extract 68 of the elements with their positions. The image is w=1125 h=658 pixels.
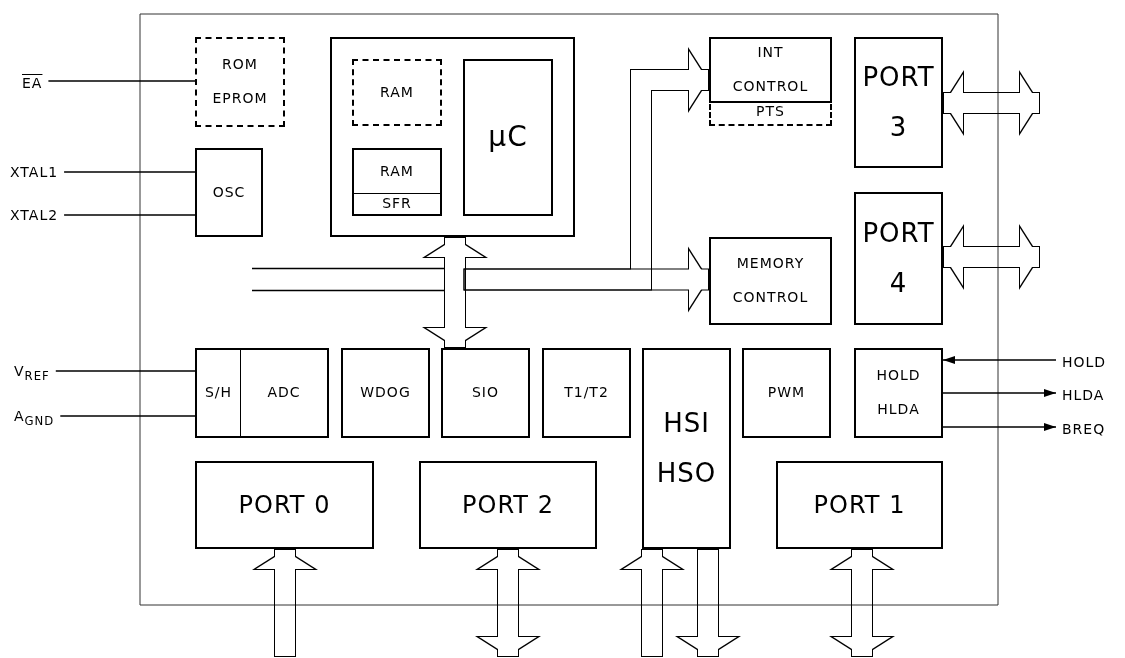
converter-block — [195, 348, 329, 438]
connector-line — [55, 370, 196, 372]
block-label: OSC — [212, 182, 246, 202]
block-label: SIO — [471, 383, 499, 403]
port-block — [195, 461, 374, 549]
pin-label: EA — [22, 75, 43, 91]
peripheral-block — [341, 348, 430, 438]
block-label: ROM EPROM — [212, 55, 268, 108]
peripheral-block — [854, 348, 943, 438]
block-label: HSI HSO — [656, 407, 717, 490]
pin-label: XTAL2 — [10, 207, 59, 223]
block-label: ADC — [240, 350, 327, 436]
block-label: RAM — [380, 82, 414, 102]
connector-line — [942, 423, 1057, 431]
memory-block — [195, 37, 285, 127]
peripheral-block — [742, 348, 831, 438]
connector-line — [942, 356, 1057, 364]
block-label: WDOG — [360, 383, 411, 403]
pin-label: HOLD — [1062, 354, 1107, 370]
oscillator-block — [195, 148, 263, 237]
block-label: HOLD HLDA — [876, 366, 921, 419]
bus-arrow — [252, 549, 318, 657]
connector-line — [942, 389, 1057, 397]
pin-label: HLDA — [1062, 387, 1105, 403]
connector-line — [63, 214, 196, 216]
bus-arrow — [619, 549, 685, 657]
block-label: INT CONTROL — [732, 43, 809, 96]
block-label: μC — [488, 119, 528, 156]
pin-label: A$_{GND}$ — [14, 408, 55, 428]
memory-block — [352, 148, 442, 216]
block-label: PORT 4 — [862, 217, 935, 300]
block-label: PORT 3 — [862, 61, 935, 144]
processor-block — [463, 59, 553, 216]
controller-block — [709, 37, 832, 103]
bus-arrow — [463, 246, 709, 313]
block-label: PORT 0 — [238, 489, 331, 521]
block-label: T1/T2 — [564, 383, 609, 403]
peripheral-block — [542, 348, 631, 438]
bus-arrow — [943, 224, 1040, 290]
peripheral-block — [441, 348, 530, 438]
port-block — [854, 37, 943, 168]
port-block — [854, 192, 943, 325]
block-label: MEMORY CONTROL — [732, 254, 809, 307]
block-label: SFR — [354, 193, 440, 214]
peripheral-block — [642, 348, 731, 549]
port-block — [419, 461, 597, 549]
bus-arrow — [675, 549, 741, 657]
controller-block — [709, 237, 832, 325]
block-label: PORT 2 — [462, 489, 554, 521]
bus-arrow — [829, 549, 895, 657]
dashed-bracket — [709, 104, 832, 126]
pin-label: V$_{REF}$ — [14, 363, 50, 383]
block-label: PORT 1 — [813, 489, 906, 521]
connector-line — [47, 80, 196, 82]
pin-label: BREQ — [1062, 421, 1106, 437]
memory-block — [352, 59, 442, 126]
block-label: RAM — [379, 161, 415, 181]
bus-arrow — [943, 70, 1040, 136]
bus-arrow — [475, 549, 541, 657]
bus-arrow — [422, 237, 488, 348]
pin-label: XTAL1 — [10, 164, 59, 180]
block-label: PTS — [756, 104, 785, 118]
block-label: S/H — [203, 383, 234, 403]
connector-line — [59, 415, 196, 417]
connector-line — [63, 171, 196, 173]
port-block — [776, 461, 943, 549]
block-label: PWM — [767, 383, 806, 403]
cpu-block — [330, 37, 575, 237]
